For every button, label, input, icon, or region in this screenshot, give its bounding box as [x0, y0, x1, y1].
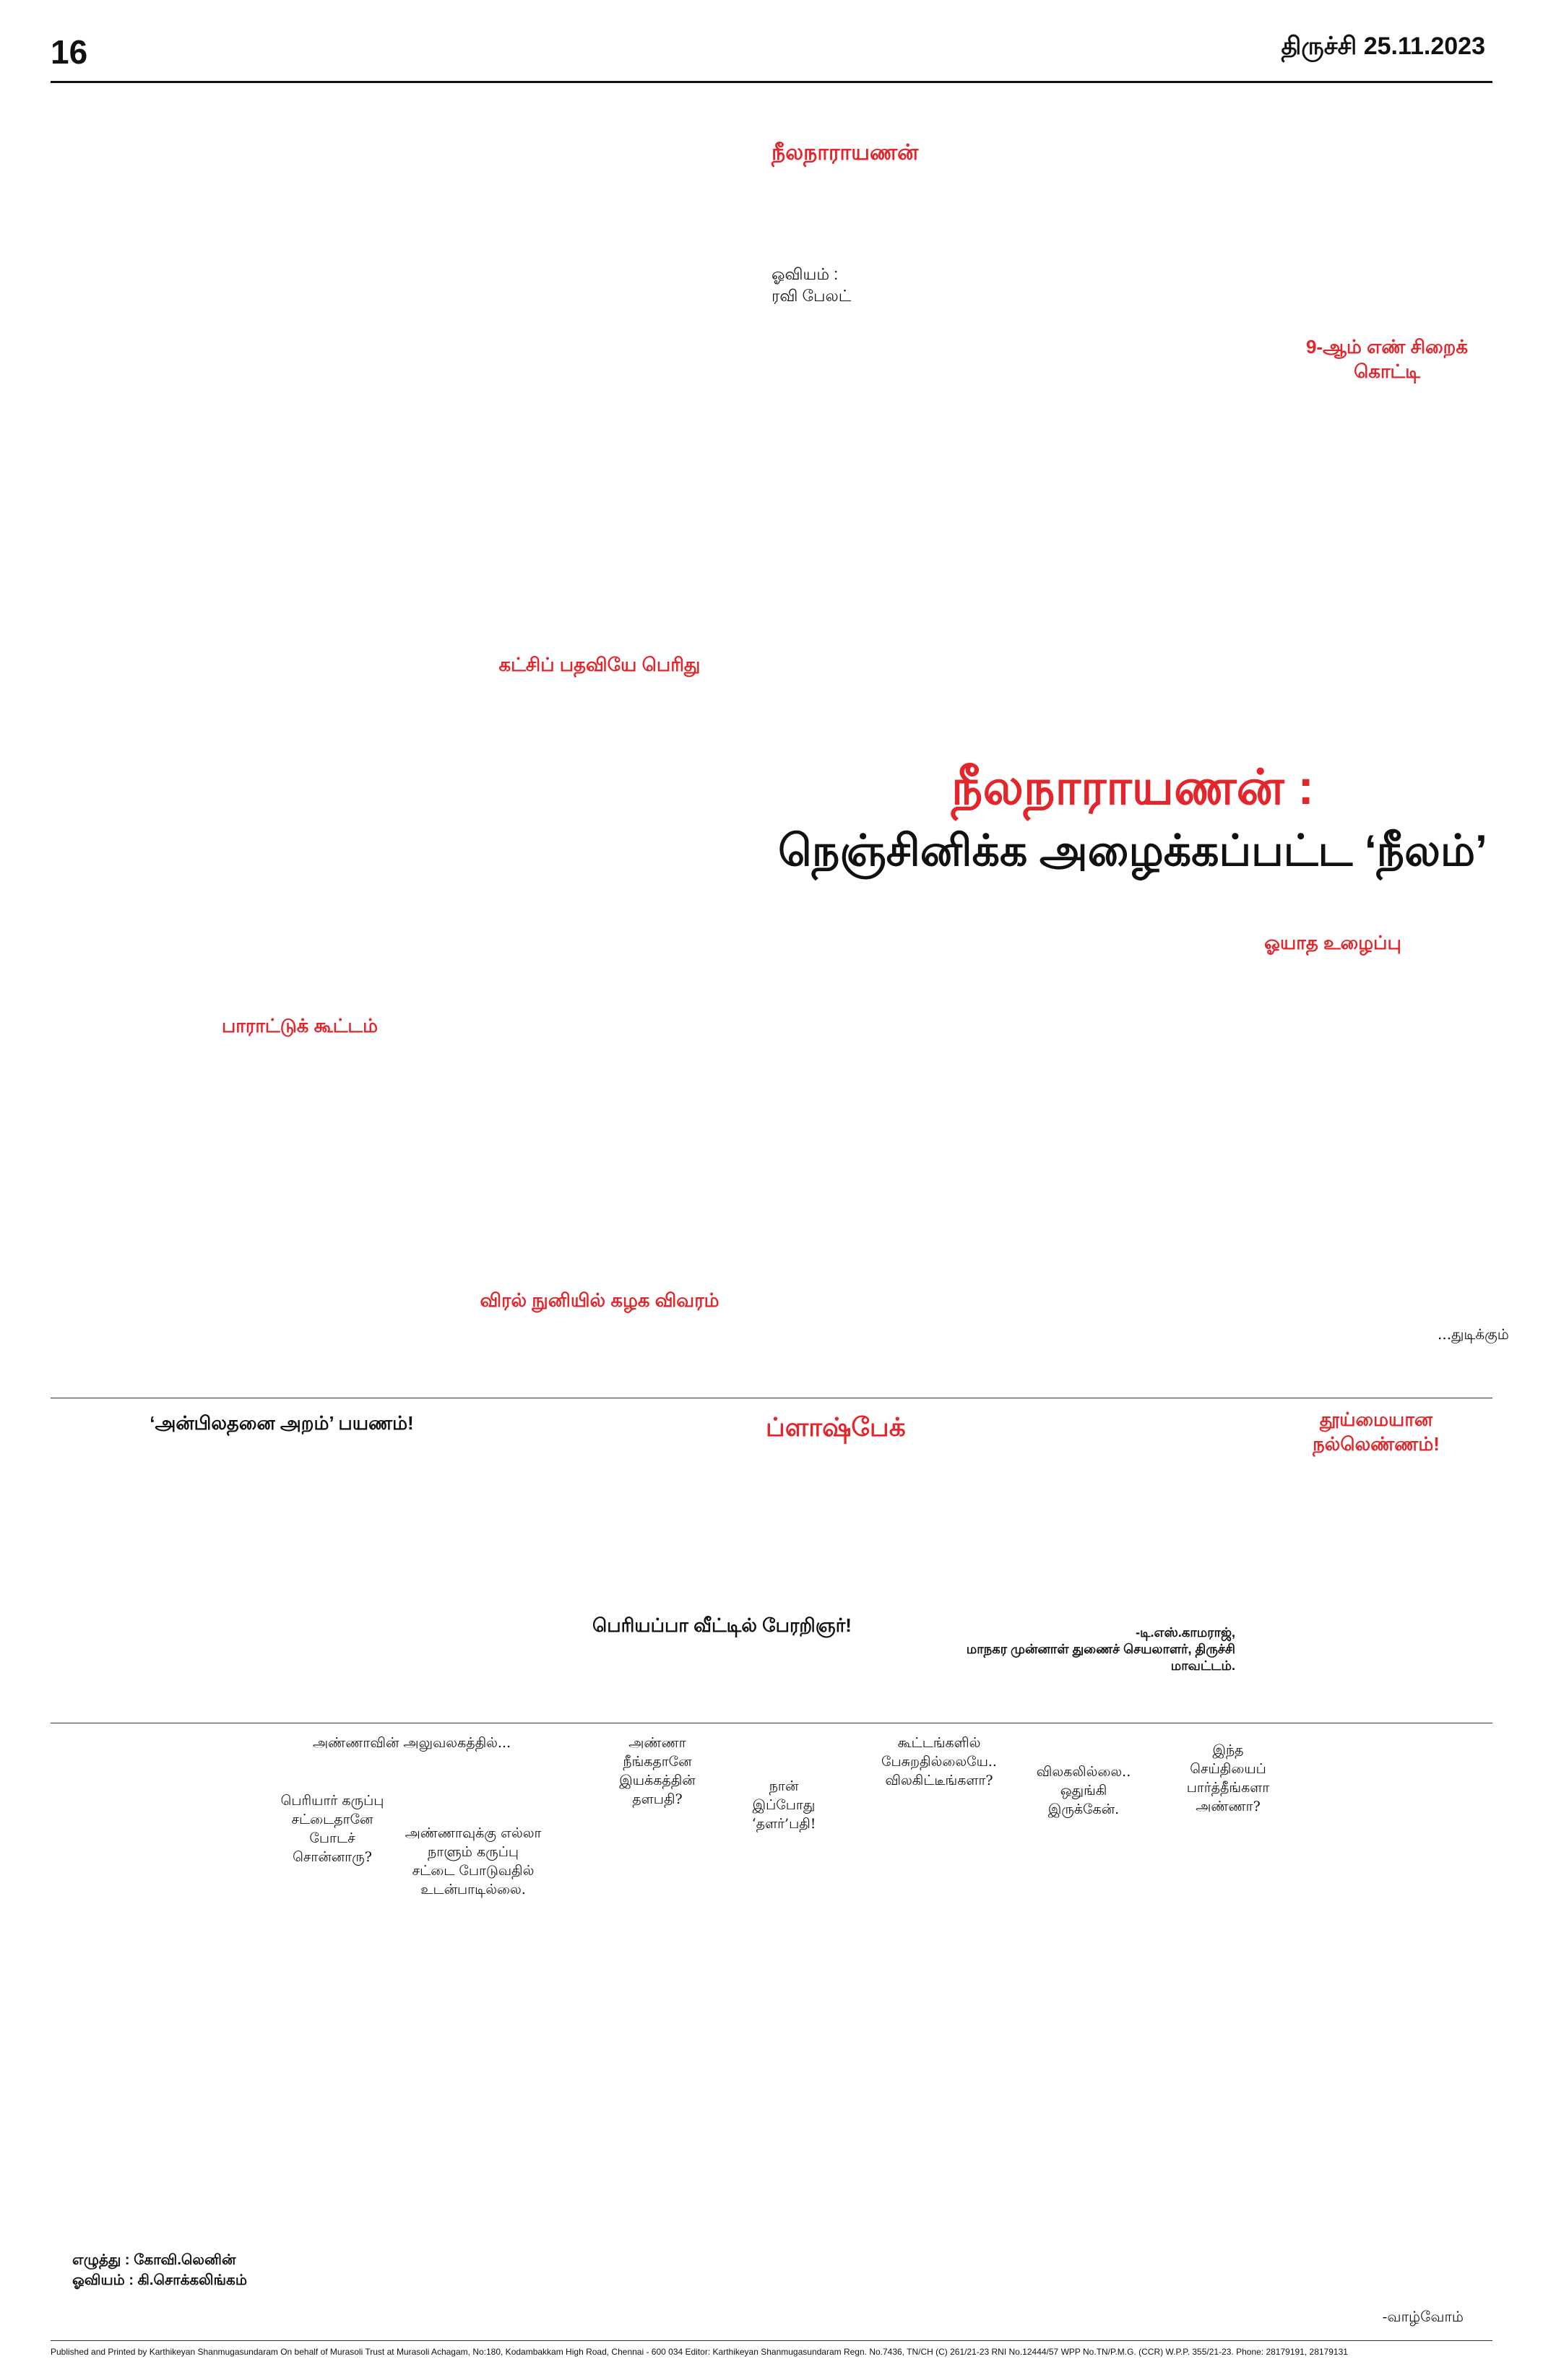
cartoon-bubble-4: அண்ணா நீங்கதானே இயக்கத்தின் தளபதி? — [619, 1735, 696, 1807]
subhead-party-post: கட்சிப் பதவியே பெரிது — [498, 654, 701, 675]
illustrator-name: ரவி பேலட் — [772, 287, 852, 305]
article-title: நீலநாராயணன் : நெஞ்சினிக்க அழைக்கப்பட்ட ‘… — [772, 755, 1494, 881]
edition-date: திருச்சி 25.11.2023 — [1281, 33, 1485, 60]
page-number: 16 — [51, 33, 88, 71]
cartoon-bubble-7: விலகலில்லை.. ஒதுங்கி இருக்கேன். — [1036, 1764, 1131, 1817]
cartoon-bubble-3: அண்ணாவுக்கு எல்லா நாளும் கருப்பு சட்டை ப… — [405, 1825, 542, 1897]
intro-highlight: நீலநாராயணன் — [772, 141, 919, 165]
periyar-author: -டி.எஸ்.காமராஜ், மாநகர முன்னாள் துணைச் ச… — [932, 1625, 1235, 1675]
imprint-footer: Published and Printed by Karthikeyan Sha… — [51, 2340, 1492, 2357]
flashback-label: ப்ளாஷ்பேக் — [766, 1412, 906, 1442]
cartoon-credits: எழுத்து : கோவி.லெனின் ஓவியம் : கி.சொக்கல… — [72, 2250, 247, 2290]
subhead-prison: 9-ஆம் எண் சிறைக் கொட்டி — [1305, 336, 1469, 382]
cartoon-bubble-1: அண்ணாவின் அலுவலகத்தில்... — [312, 1735, 511, 1751]
subhead-pathfinding: பாராட்டுக் கூட்டம் — [221, 1015, 379, 1037]
anbu-section-title: ‘அன்பிலதனை அறம்’ பயணம்! — [150, 1412, 414, 1434]
subhead-finger-tip: விரல் நுனியில் கழக விவரம் — [480, 1289, 719, 1311]
cartoon-bubble-2: பெரியார் கருப்பு சட்டைதானே போடச் சொன்னார… — [280, 1793, 384, 1865]
cartoon-bubble-5: நான் இப்போது ‘தளர்’பதி! — [751, 1778, 816, 1832]
header-rule — [51, 81, 1492, 83]
periyar-author-role: மாநகர முன்னாள் துணைச் செயலாளர், திருச்சி… — [966, 1642, 1235, 1673]
cartoon-bubble-6: கூட்டங்களில் பேசுறதில்லையே.. விலகிட்டீங்… — [881, 1735, 997, 1788]
illustrator-label: ஓவியம் : — [772, 265, 839, 283]
cartoon-bubble-8: இந்த செய்தியைப் பார்த்தீங்களா அண்ணா? — [1186, 1742, 1270, 1814]
cartoon-writer: எழுத்து : கோவி.லெனின் — [72, 2252, 236, 2268]
article-end-mark: ...துடிக்கும் — [1438, 1325, 1509, 1343]
cartoon-artist: ஓவியம் : கி.சொக்கலிங்கம் — [72, 2272, 247, 2288]
intro-paragraph: நீலநாராயணன் — [772, 137, 1494, 169]
illustrator-credit: ஓவியம் : ரவி பேலட் — [772, 264, 1003, 307]
subhead-hard-work: ஓயாத உழைப்பு — [1264, 932, 1401, 953]
periyar-section-title: பெரியப்பா வீட்டில் பேரறிஞர்! — [592, 1614, 852, 1636]
cartoon-signoff: -வாழ்வோம் — [1382, 2308, 1464, 2325]
box-title: தூய்மையான நல்லெண்ணம்! — [1313, 1408, 1440, 1455]
article-title-line1: நீலநாராயணன் : — [951, 760, 1315, 815]
periyar-author-name: -டி.எஸ்.காமராஜ், — [1136, 1625, 1235, 1640]
article-title-line2: நெஞ்சினிக்க அழைக்கப்பட்ட ‘நீலம்’ — [778, 826, 1487, 875]
